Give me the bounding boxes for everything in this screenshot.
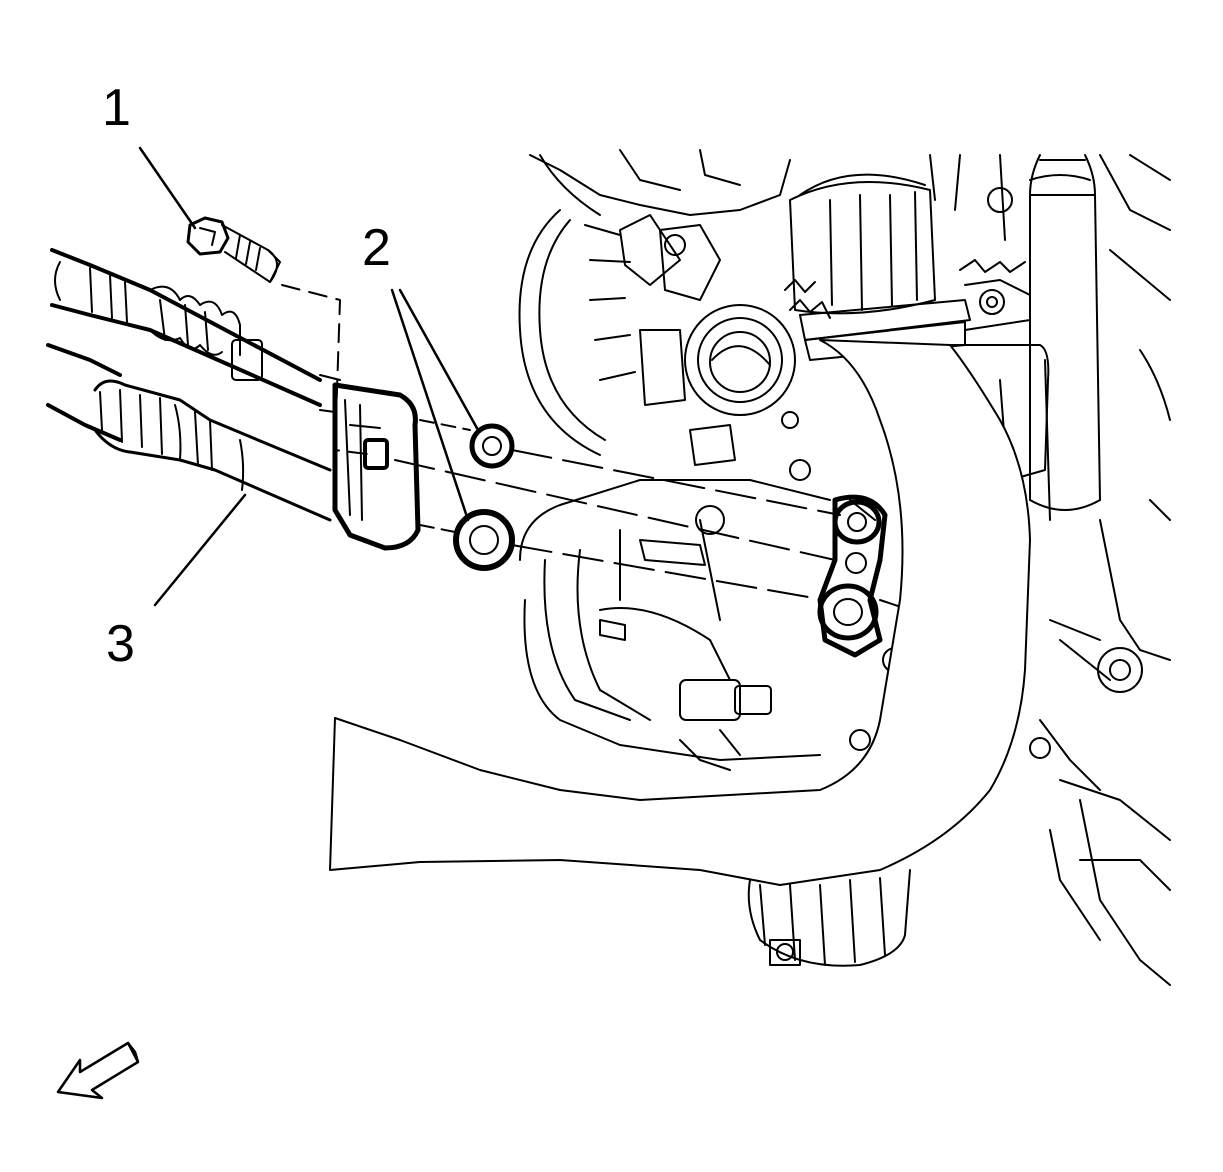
callout-label-3: 3 <box>106 615 135 673</box>
callout-leaders <box>140 148 478 605</box>
callout-label-1: 1 <box>102 79 131 137</box>
engine-assembly <box>520 150 1171 985</box>
front-direction-arrow-icon <box>58 1043 138 1098</box>
callout-label-2: 2 <box>362 219 391 277</box>
seals <box>456 426 885 655</box>
bolt <box>188 218 280 282</box>
hose-assembly <box>48 250 418 548</box>
alignment-lines <box>282 285 840 600</box>
bent-pipe <box>330 340 1030 885</box>
